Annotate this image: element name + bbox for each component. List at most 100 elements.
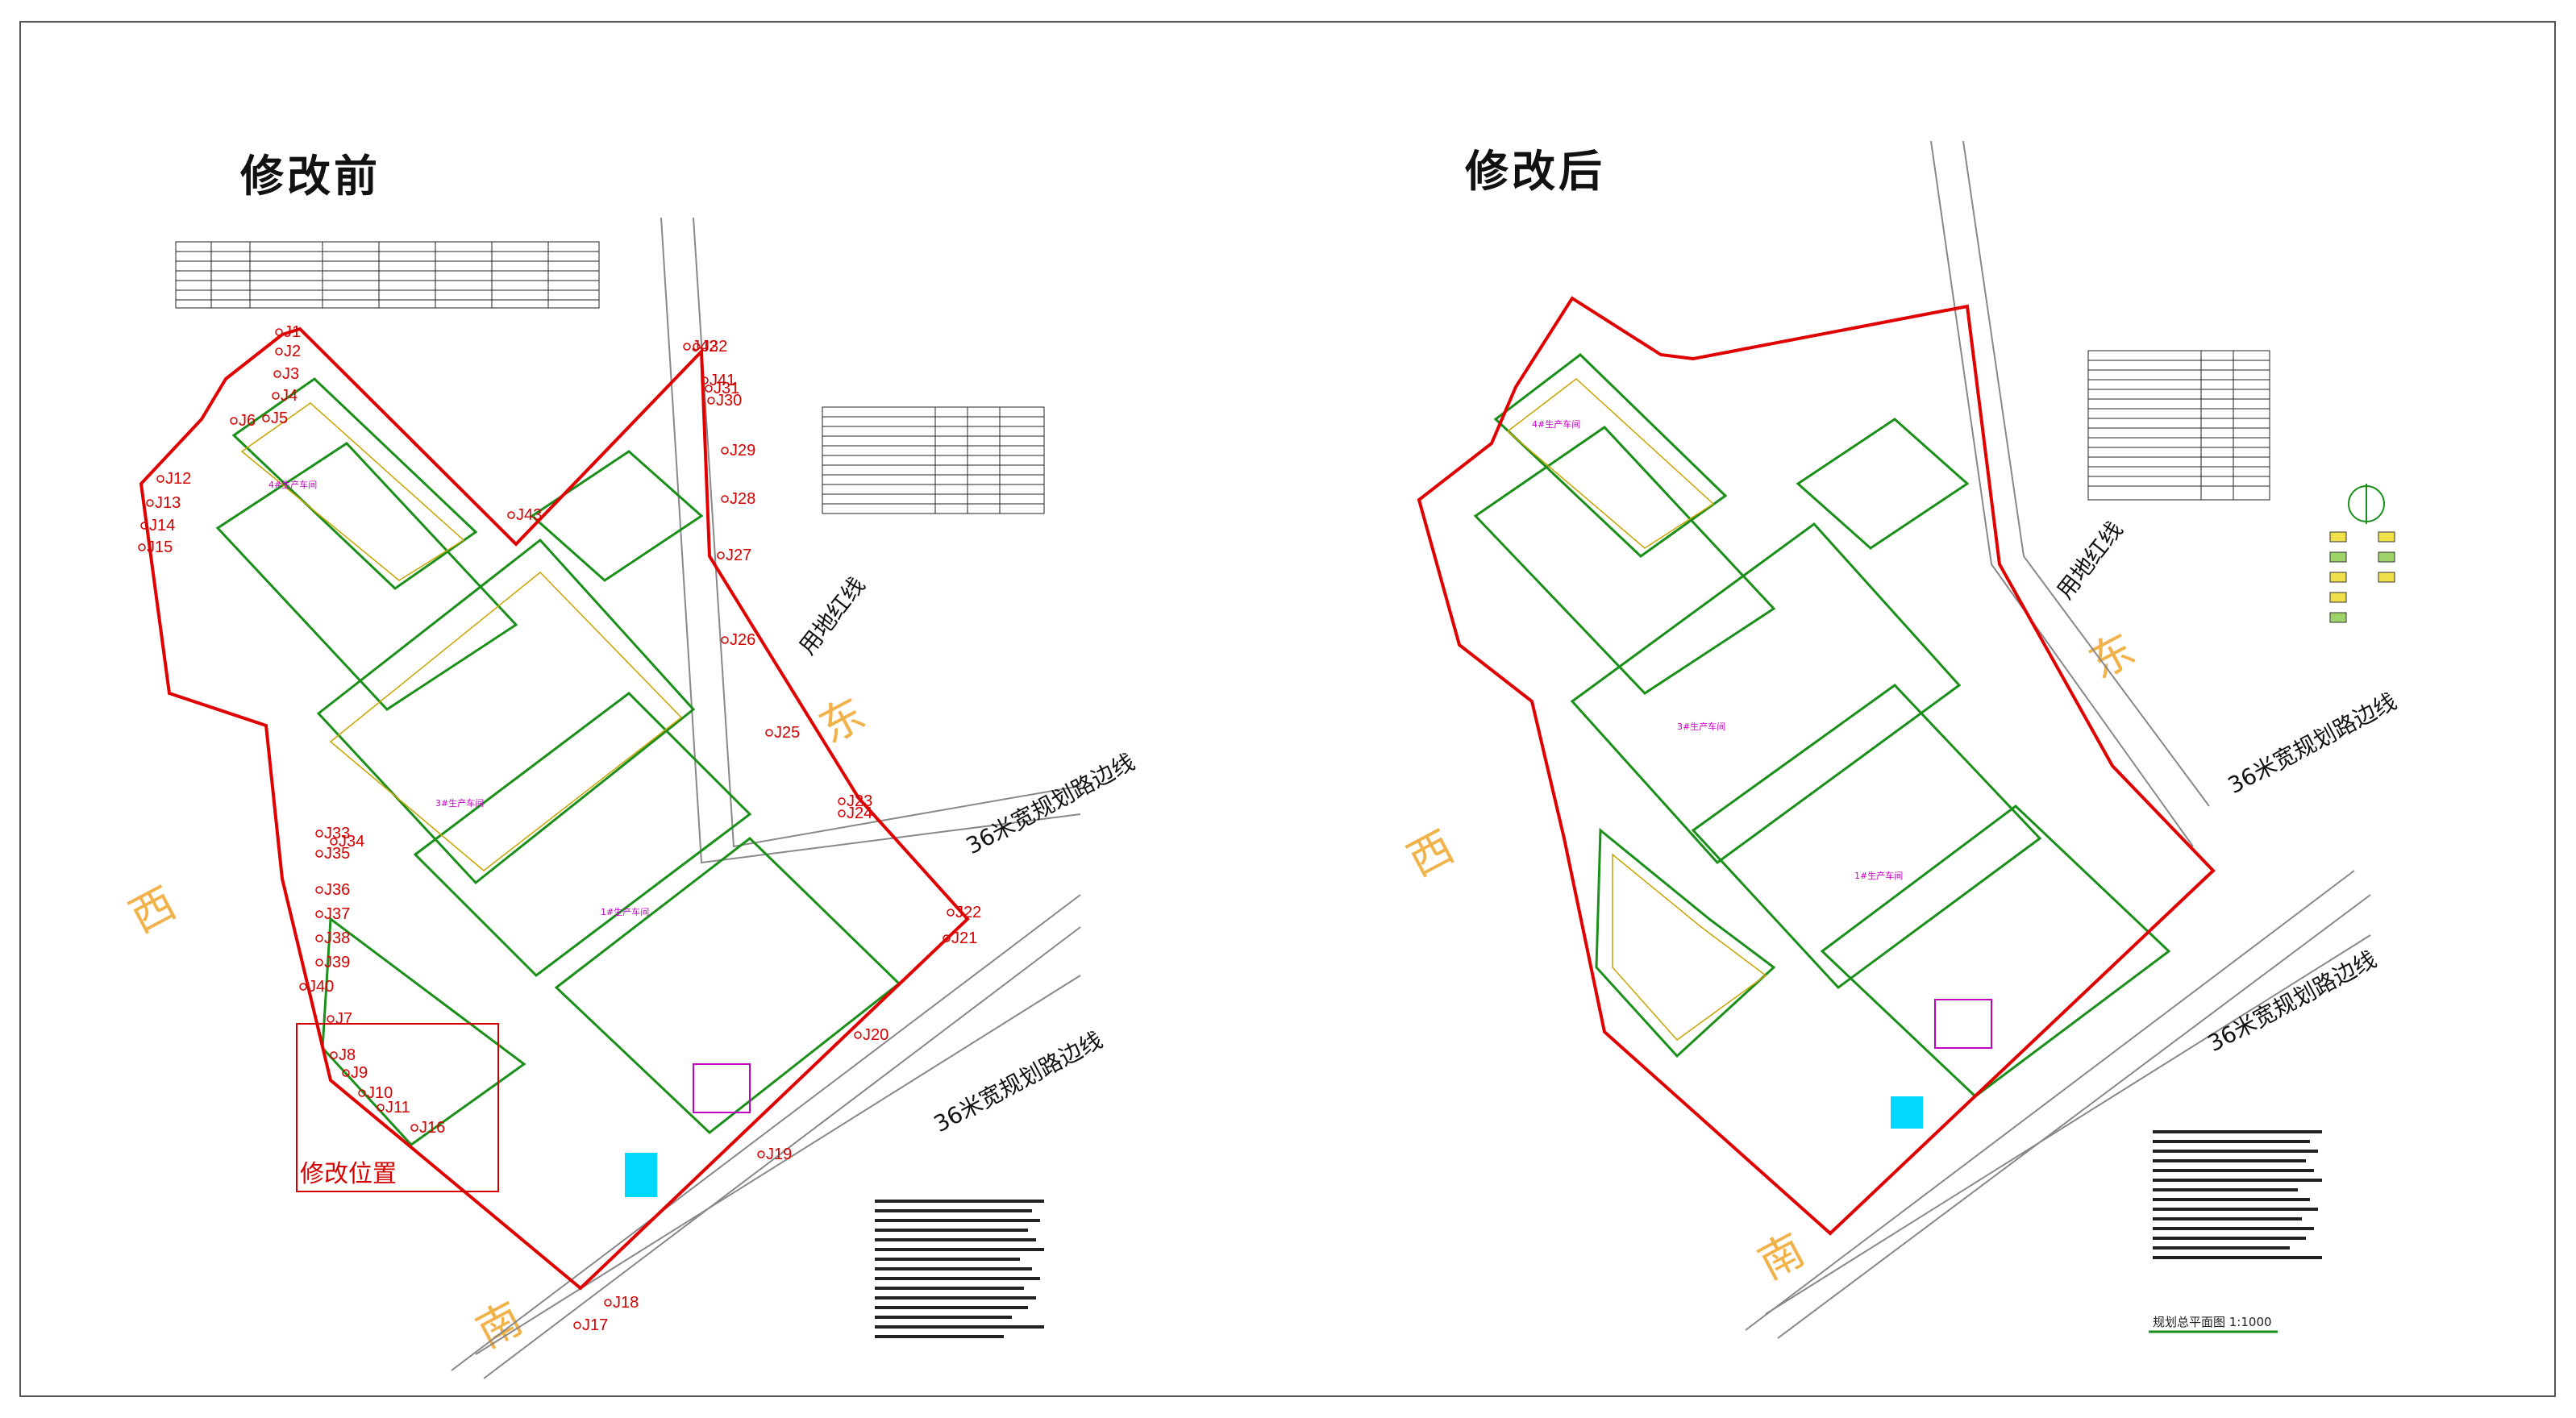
pool-before <box>625 1153 657 1197</box>
red-boundary-before <box>139 326 970 1291</box>
control-point-label: J29 <box>730 442 755 459</box>
control-point-label: J34 <box>339 833 364 850</box>
control-point-label: J26 <box>730 631 755 649</box>
control-point-marker <box>273 370 281 378</box>
control-point-label: J4 <box>281 387 298 405</box>
red-boundary-after <box>1417 296 2216 1236</box>
control-point-marker <box>272 392 280 400</box>
control-point-label: J6 <box>239 412 256 430</box>
control-point-marker <box>701 376 709 385</box>
building-label-after-2: 3#生产车间 <box>1677 721 1725 732</box>
buildings-after <box>1473 353 2171 1098</box>
control-point-label: J28 <box>730 490 755 508</box>
control-point-marker <box>838 809 846 817</box>
table-after <box>2087 350 2270 501</box>
control-point-label: J32 <box>701 338 727 356</box>
control-point-marker <box>315 850 323 858</box>
control-point-marker <box>705 385 713 393</box>
red-line-label-after: 用地红线 <box>2052 517 2129 605</box>
control-point-label: J12 <box>165 470 191 488</box>
building-inner-before <box>240 402 683 871</box>
pool-after <box>1891 1096 1923 1129</box>
control-point-marker <box>327 1015 335 1023</box>
control-point-label: J36 <box>324 881 350 899</box>
control-point-labels-before: J1J2J3J4J5J6J7J8J9J10J11J12J13J14J15J16J… <box>138 323 981 1334</box>
modified-area-label: 修改位置 <box>300 1160 397 1188</box>
control-point-marker <box>156 475 164 483</box>
building-label-before-2: 3#生产车间 <box>435 797 484 809</box>
gate-area-after <box>1934 999 1992 1049</box>
control-point-label: J9 <box>351 1064 368 1082</box>
road-edge-label-after-1: 36米宽规划路边线 <box>2224 688 2401 799</box>
control-point-marker <box>838 797 846 805</box>
road-edge-label-before-1: 36米宽规划路边线 <box>962 748 1139 859</box>
control-point-label: J22 <box>955 904 981 921</box>
control-point-marker <box>854 1031 862 1039</box>
modified-area-box <box>296 1023 499 1192</box>
legend-after <box>2329 484 2395 623</box>
road-lines-before <box>451 217 1081 1379</box>
building-label-after: 4#生产车间 <box>1532 418 1580 430</box>
table-before <box>175 241 600 309</box>
control-point-label: J35 <box>324 845 350 863</box>
control-point-label: J41 <box>710 372 735 389</box>
control-point-marker <box>315 830 323 838</box>
control-point-marker <box>377 1104 385 1112</box>
control-point-label: J1 <box>284 323 301 341</box>
road-lines-after <box>1745 140 2371 1339</box>
control-point-label: J2 <box>284 343 301 360</box>
control-point-marker <box>947 909 955 917</box>
before-plan: 修改位置 用地红线 36米宽规划路边线 36米宽规划路边线 J1J2J3J4J5… <box>138 217 1139 1379</box>
control-point-label: J3 <box>282 365 299 383</box>
control-point-label: J7 <box>335 1010 352 1028</box>
after-title: 修改后 <box>1465 146 1605 197</box>
building-label-before-3: 1#生产车间 <box>601 906 649 917</box>
building-label-before: 4#生产车间 <box>268 479 317 490</box>
notes-after <box>2153 1130 2322 1259</box>
control-point-marker <box>146 499 154 507</box>
control-point-marker <box>315 886 323 894</box>
control-point-marker <box>721 495 729 503</box>
control-point-marker <box>507 511 515 519</box>
control-point-label: J10 <box>367 1084 393 1102</box>
control-point-marker <box>765 729 773 737</box>
control-point-marker <box>757 1150 765 1158</box>
control-point-marker <box>315 934 323 942</box>
red-line-label-before: 用地红线 <box>794 572 871 660</box>
control-point-label: J15 <box>147 539 173 556</box>
control-point-label: J40 <box>308 978 334 996</box>
control-point-label: J21 <box>951 929 977 947</box>
control-point-label: J43 <box>516 506 542 524</box>
control-point-label: J17 <box>582 1316 608 1334</box>
control-point-marker <box>140 522 148 530</box>
after-plan: 用地红线 36米宽规划路边线 36米宽规划路边线 4#生产车间 3#生产车间 1… <box>1417 140 2401 1339</box>
control-point-marker <box>342 1069 350 1077</box>
control-point-marker <box>721 636 729 644</box>
building-label-after-3: 1#生产车间 <box>1854 870 1903 881</box>
control-point-label: J13 <box>155 494 181 512</box>
control-point-marker <box>315 910 323 918</box>
control-point-label: J11 <box>385 1099 410 1117</box>
control-point-label: J27 <box>726 547 751 564</box>
control-point-label: J30 <box>716 392 742 410</box>
control-point-label: J5 <box>271 410 288 427</box>
control-point-marker <box>230 417 238 425</box>
control-point-marker <box>683 343 691 351</box>
control-point-label: J19 <box>766 1146 792 1163</box>
control-point-label: J24 <box>847 805 872 822</box>
control-point-label: J31 <box>714 380 739 397</box>
control-point-marker <box>299 983 307 991</box>
control-point-marker <box>717 551 725 559</box>
control-point-marker <box>707 397 715 405</box>
gate-area-before <box>693 1063 751 1113</box>
drawing-frame <box>19 21 2556 1397</box>
control-point-marker <box>693 343 701 351</box>
control-point-label: J39 <box>324 954 350 971</box>
control-point-marker <box>275 347 283 356</box>
control-point-label: J33 <box>324 825 350 842</box>
control-point-label: J14 <box>149 517 175 534</box>
control-point-marker <box>604 1299 612 1307</box>
control-point-marker <box>943 934 951 942</box>
control-point-marker <box>138 543 146 551</box>
control-point-label: J16 <box>419 1119 445 1137</box>
